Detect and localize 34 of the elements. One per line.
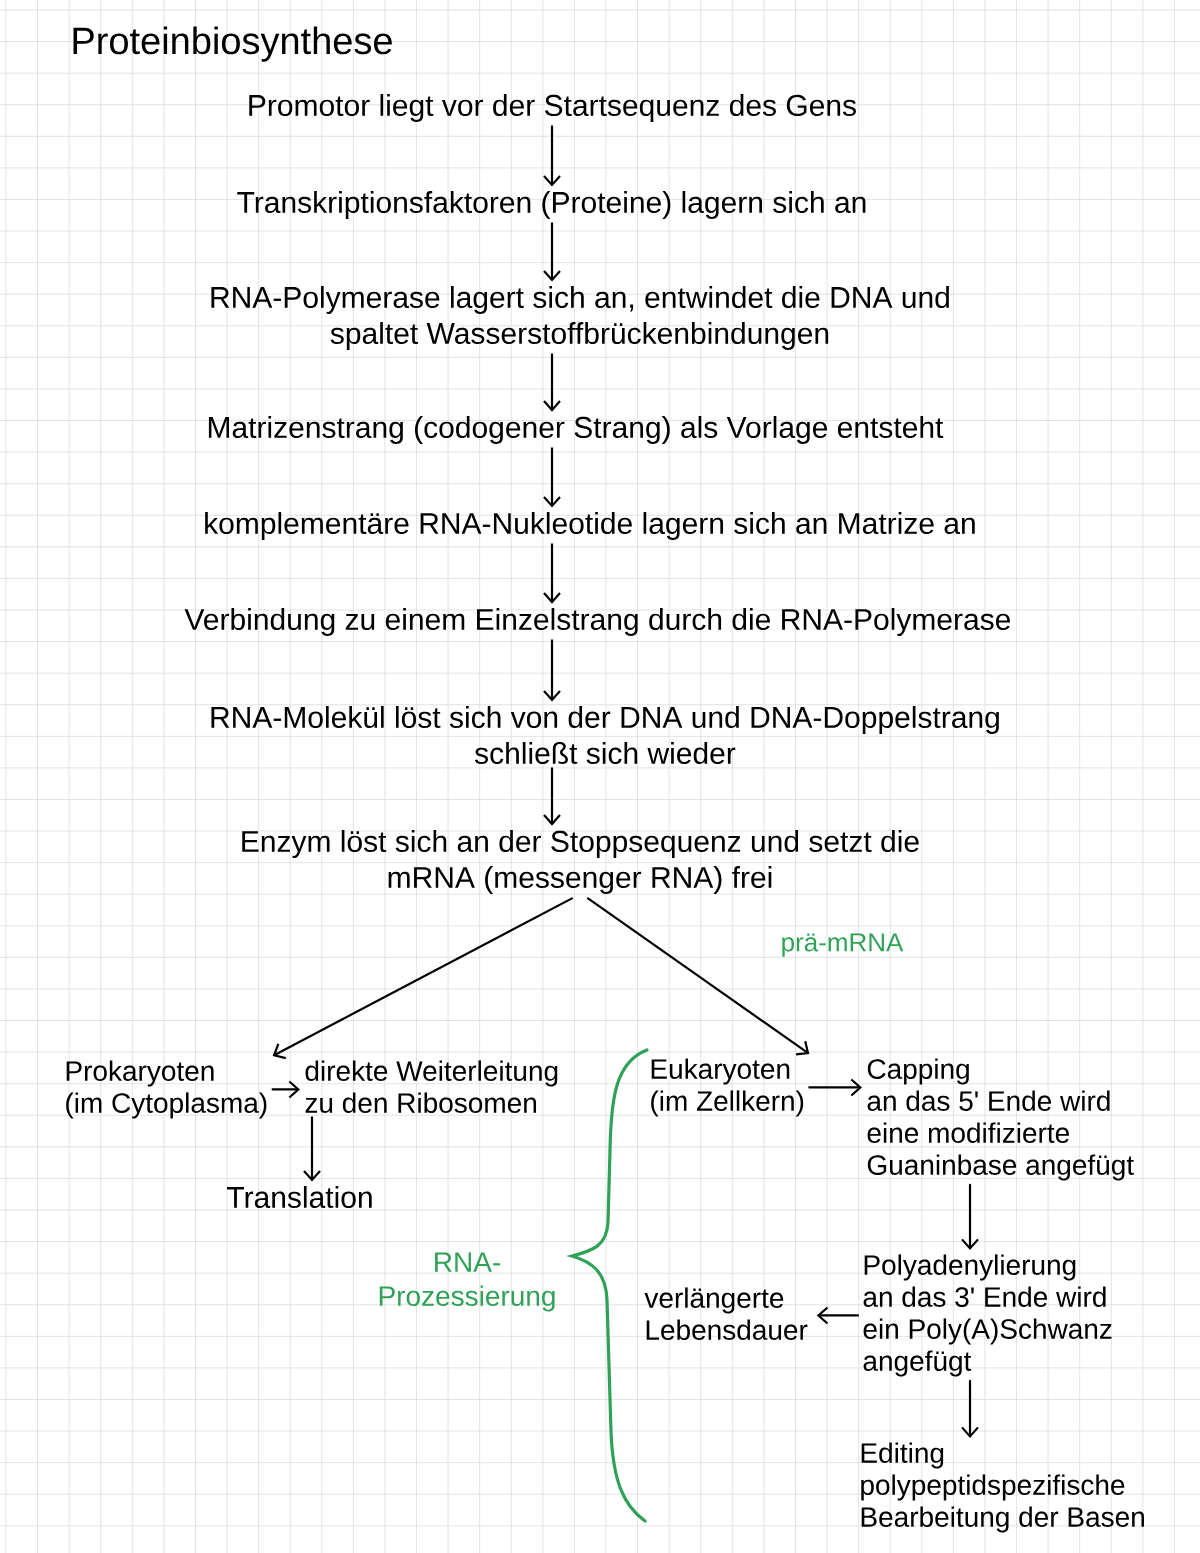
- step-text: Prokaryoten (im Cytoplasma): [66, 1060, 267, 1119]
- step-text: direkte Weiterleitung zu den Ribosomen: [305, 1060, 558, 1113]
- arrow: [961, 1183, 979, 1250]
- step-text: Verbindung zu einem Einzelstrang durch die RNA-Polymerase: [184, 608, 1011, 636]
- arrow: [272, 897, 574, 1060]
- arrow: [808, 1078, 862, 1097]
- step-text: Transkriptionsfaktoren (Proteine) lagern sich an: [237, 191, 866, 219]
- step-text: Promotor liegt vor der Startsequenz des Gens: [249, 94, 856, 122]
- step-text: Translation: [227, 1186, 372, 1208]
- arrow: [543, 767, 561, 826]
- arrow: [543, 543, 561, 604]
- step-text: Editing polypeptidspezifische Bearbeitung der Basen: [861, 1442, 1144, 1533]
- arrow: [303, 1116, 321, 1182]
- arrow: [543, 125, 561, 187]
- arrow: [543, 353, 561, 412]
- step-text: Capping an das 5' Ende wird eine modifizierte Guaninbase angefügt: [867, 1058, 1134, 1181]
- step-text: RNA-Polymerase lagert sich an, entwindet die DNA und spaltet Wasserstoffbrückenbindungen: [211, 286, 949, 350]
- arrow: [543, 222, 561, 282]
- arrow: [543, 639, 561, 702]
- step-text: Eukaryoten (im Zellkern): [651, 1058, 804, 1117]
- step-text: Matrizenstrang (codogener Strang) als Vorlage entsteht: [208, 416, 944, 444]
- edge-label: prä-mRNA: [782, 933, 904, 957]
- step-text: verlängerte Lebensdauer: [644, 1287, 808, 1340]
- arrow: [586, 897, 810, 1056]
- step-text: Enzym löst sich an der Stoppsequenz und setzt die mRNA (messenger RNA) frei: [242, 830, 919, 894]
- step-text: Polyadenylierung an das 3' Ende wird ein Poly(A)Schwanz angefügt: [863, 1254, 1112, 1377]
- arrow: [961, 1379, 979, 1438]
- annotation: RNA- Prozessierung: [379, 1252, 555, 1312]
- arrow: [271, 1080, 300, 1099]
- arrow: [543, 447, 561, 508]
- step-text: komplementäre RNA-Nukleotide lagern sich an Matrize an: [205, 512, 975, 540]
- title: Proteinbiosynthese: [73, 26, 392, 62]
- arrow: [816, 1306, 860, 1325]
- step-text: RNA-Molekül löst sich von der DNA und DNA-Doppelstrang schließt sich wieder: [211, 706, 999, 764]
